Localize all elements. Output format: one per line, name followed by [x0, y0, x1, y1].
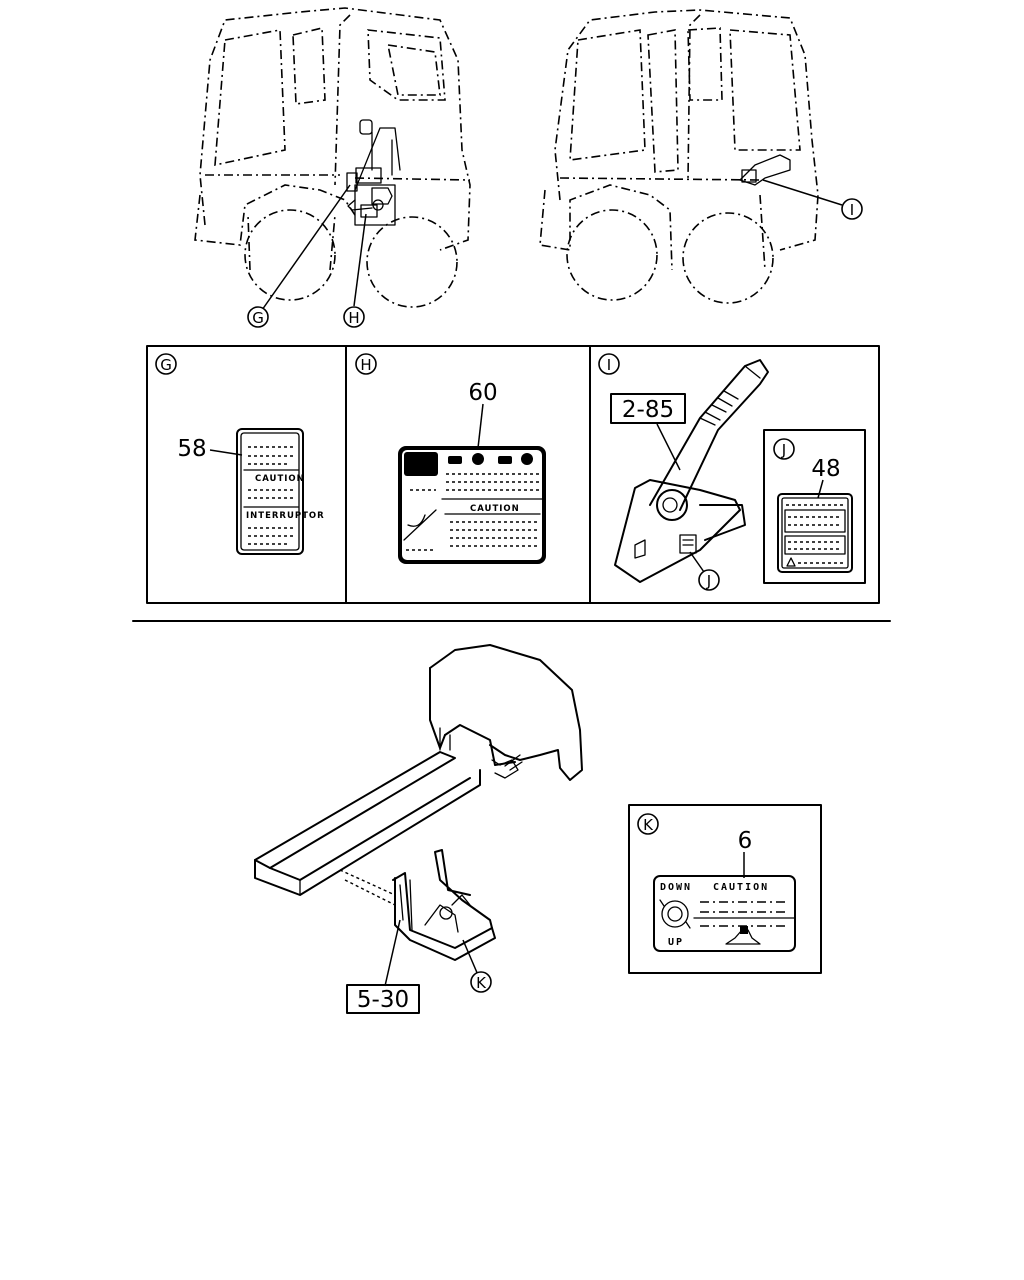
ref-5-30-label: 5-30	[357, 987, 409, 1013]
cab-left-side-view: G H	[194, 7, 471, 328]
inset-j	[763, 429, 866, 584]
callout-i-marker	[841, 198, 863, 220]
callout-j-marker	[698, 569, 720, 591]
tilted-cab-assembly: K 5-30	[254, 644, 583, 1014]
label-58-caution-text: CAUTION	[255, 474, 305, 484]
callout-i-label: I	[850, 201, 854, 219]
callout-k-marker	[470, 971, 492, 993]
panel-g: G 58 CAUTION INTERRUPTOR	[155, 353, 325, 555]
label-6-caution-text: CAUTION	[713, 882, 769, 893]
part-number-60: 60	[468, 380, 497, 406]
part-number-6: 6	[738, 828, 753, 854]
callout-g-label: G	[252, 309, 264, 327]
callout-g-marker	[247, 306, 269, 328]
callout-k-label: K	[476, 974, 487, 992]
label-60-caution-text: CAUTION	[470, 504, 520, 514]
inset-j-letter: J	[781, 441, 786, 459]
callout-h-label: H	[348, 309, 359, 327]
cab-right-side-view: I	[539, 9, 863, 304]
ref-2-85-box	[610, 393, 686, 424]
part-number-48: 48	[811, 456, 840, 482]
label-6-down-text: DOWN	[660, 882, 692, 893]
label-6-sticker	[653, 875, 796, 952]
panel-h-marker	[355, 353, 377, 375]
label-58-sticker	[236, 428, 304, 555]
ref-2-85-label: 2-85	[622, 397, 674, 423]
label-6-up-text: UP	[668, 937, 684, 948]
panel-i-letter: I	[607, 356, 611, 374]
panel-k-marker	[637, 813, 659, 835]
callout-h-marker	[343, 306, 365, 328]
panel-h-letter: H	[360, 356, 371, 374]
panel-k-letter: K	[643, 816, 654, 834]
part-number-58: 58	[177, 436, 206, 462]
callout-j-label: J	[706, 572, 711, 590]
label-58-interruptor-text: INTERRUPTOR	[246, 511, 325, 521]
panel-g-letter: G	[160, 356, 172, 374]
ref-5-30-box	[346, 984, 420, 1014]
panel-k: K 6 DOWN CAUTION UP	[628, 804, 822, 974]
panel-i: I 2-85 J J 48	[598, 353, 866, 591]
panel-g-marker	[155, 353, 177, 375]
inset-j-marker	[773, 438, 795, 460]
label-48-sticker	[777, 493, 853, 573]
panel-i-marker	[598, 353, 620, 375]
panel-h: H 60 CAUTION	[355, 353, 546, 564]
detail-panels	[146, 345, 880, 604]
